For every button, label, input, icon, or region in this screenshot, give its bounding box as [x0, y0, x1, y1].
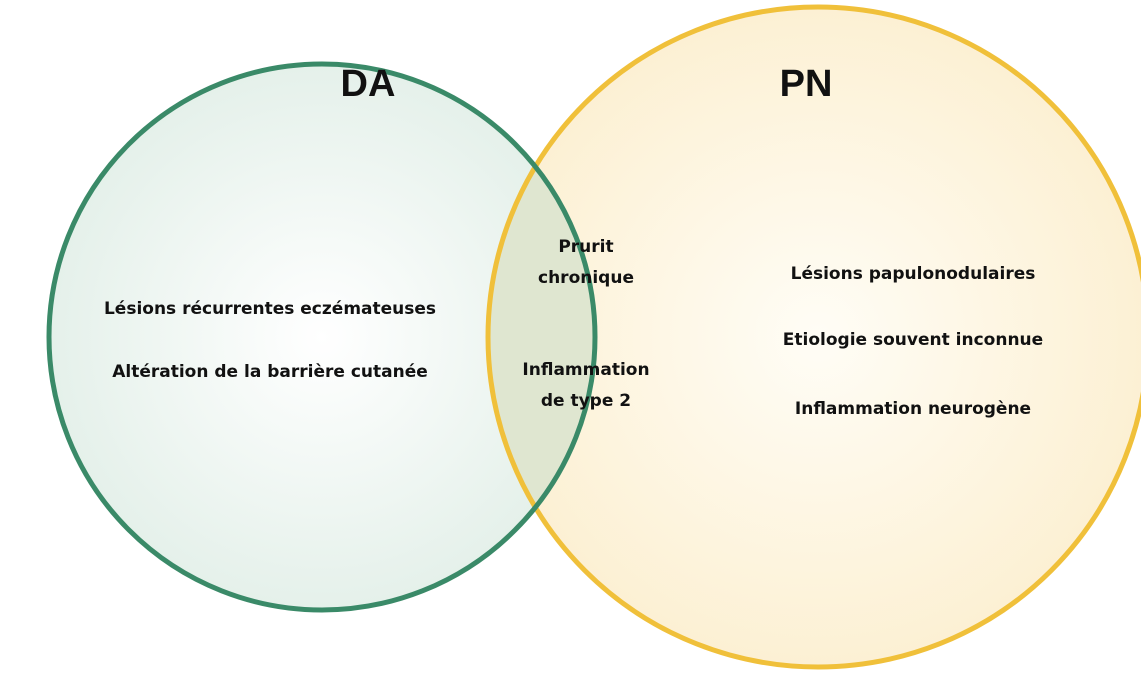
left-set-title: DA: [341, 63, 396, 105]
left-item-1: Lésions récurrentes eczémateuses: [104, 299, 436, 319]
right-item-1: Lésions papulonodulaires: [791, 264, 1036, 284]
overlap-item-1-line2: chronique: [538, 268, 634, 288]
right-item-3: Inflammation neurogène: [795, 399, 1031, 419]
right-item-2: Etiologie souvent inconnue: [783, 330, 1043, 350]
right-circle-outline: [485, 4, 1141, 670]
left-item-2: Altération de la barrière cutanée: [112, 362, 428, 382]
left-circle-fill: [49, 64, 595, 610]
overlap-item-2-line2: de type 2: [541, 391, 631, 411]
left-circle-outline: [46, 61, 598, 613]
overlap-item-2-line1: Inflammation: [522, 360, 649, 380]
right-set-title: PN: [780, 63, 833, 105]
overlap-item-1-line1: Prurit: [558, 237, 613, 257]
right-circle-fill: [488, 7, 1141, 667]
